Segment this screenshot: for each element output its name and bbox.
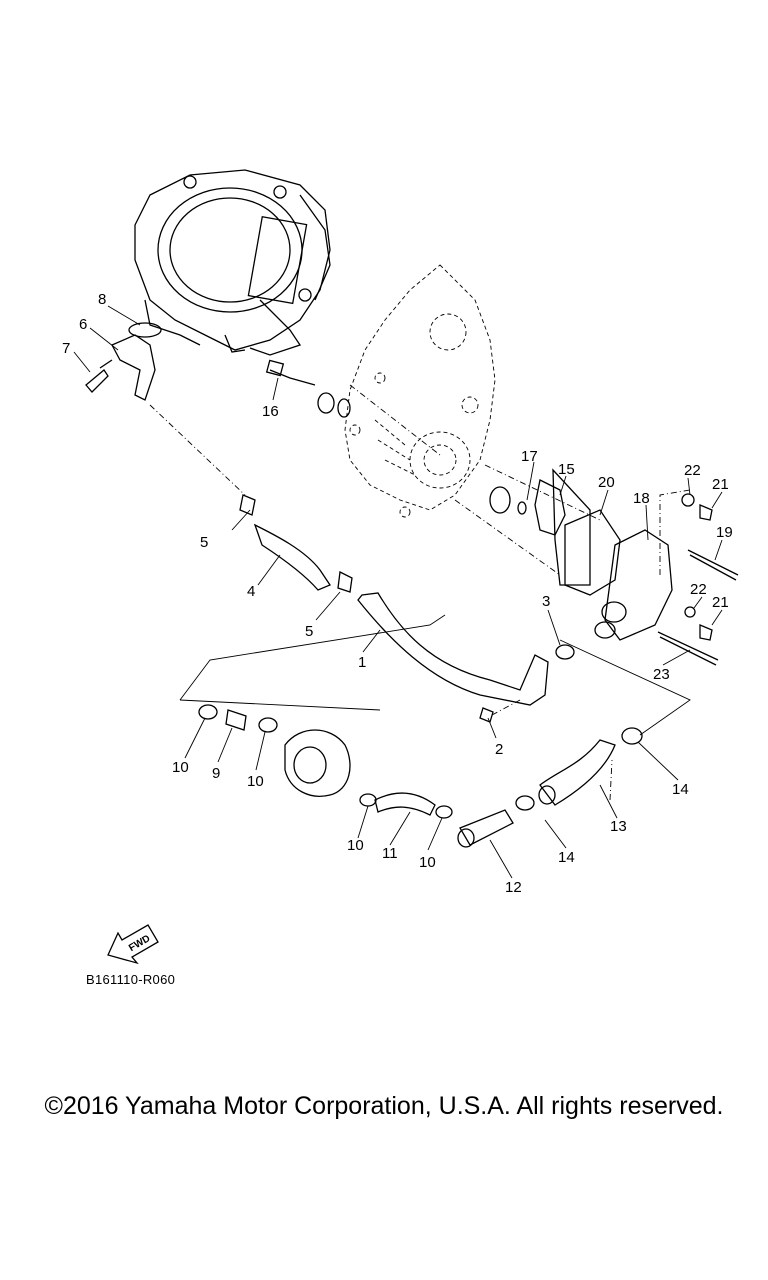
- fwd-arrow-icon: FWD: [107, 924, 159, 965]
- callout-14a: 14: [672, 781, 689, 798]
- callout-21a: 21: [712, 476, 729, 493]
- callout-18: 18: [633, 490, 650, 507]
- callout-5b: 5: [305, 623, 313, 640]
- callout-19: 19: [716, 524, 733, 541]
- crankcase-cover-drawing: [344, 264, 496, 518]
- callout-10c: 10: [347, 837, 364, 854]
- hoses-and-pipes-drawing: [198, 494, 643, 848]
- callout-8: 8: [98, 291, 106, 308]
- callout-21b: 21: [712, 594, 729, 611]
- callout-2: 2: [495, 741, 503, 758]
- callout-10b: 10: [247, 773, 264, 790]
- callout-16: 16: [262, 403, 279, 420]
- callout-23: 23: [653, 666, 670, 683]
- copyright-notice: ©2016 Yamaha Motor Corporation, U.S.A. A…: [44, 1092, 724, 1120]
- water-pump-drawing: [489, 468, 739, 666]
- callout-17: 17: [521, 448, 538, 465]
- callout-13: 13: [610, 818, 627, 835]
- cylinder-block-drawing: [134, 169, 331, 356]
- callout-22b: 22: [690, 581, 707, 598]
- callout-3: 3: [542, 593, 550, 610]
- callout-6: 6: [79, 316, 87, 333]
- callout-12: 12: [505, 879, 522, 896]
- callout-1: 1: [358, 654, 366, 671]
- diagram-code: B161110-R060: [86, 972, 176, 987]
- callout-4: 4: [247, 583, 255, 600]
- callout-15: 15: [558, 461, 575, 478]
- callouts: 1 2 3 4 5 5 6 7 8 9 10 10 10 10 11 12 13…: [62, 291, 733, 896]
- callout-20: 20: [598, 474, 615, 491]
- callout-11: 11: [382, 845, 398, 862]
- callout-14b: 14: [558, 849, 575, 866]
- impeller-shaft-drawing: [265, 359, 351, 418]
- fwd-label: FWD: [127, 933, 152, 954]
- thermostat-housing-drawing: [85, 322, 162, 401]
- callout-22a: 22: [684, 462, 701, 479]
- callout-10a: 10: [172, 759, 189, 776]
- callout-5a: 5: [200, 534, 208, 551]
- callout-7: 7: [62, 340, 70, 357]
- leader-lines: [73, 305, 723, 879]
- connection-lines: [149, 384, 691, 801]
- callout-10d: 10: [419, 854, 436, 871]
- callout-9: 9: [212, 765, 220, 782]
